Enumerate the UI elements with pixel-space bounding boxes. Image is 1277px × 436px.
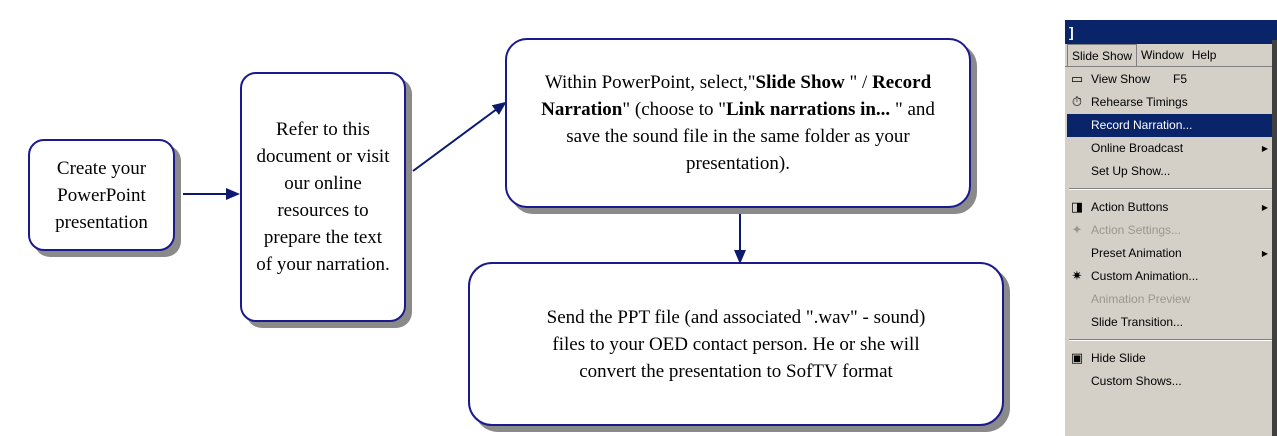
window-edge	[1272, 40, 1277, 436]
step-record-text: Within PowerPoint, select,"Slide Show " …	[541, 72, 935, 174]
menu-slide-show[interactable]: Slide Show	[1067, 44, 1138, 66]
custom-animation-icon: ✷	[1071, 268, 1083, 283]
step-refer-text: Refer to this document or visit our onli…	[256, 119, 390, 275]
window-title-bar: ]	[1065, 20, 1277, 44]
menu-separator	[1069, 339, 1276, 341]
menu-item-action-settings: ✦ Action Settings...	[1067, 219, 1277, 242]
submenu-arrow-icon: ▶	[1261, 249, 1268, 258]
menu-item-hide-slide[interactable]: ▣ Hide Slide	[1070, 350, 1146, 365]
arrow-2-to-3	[412, 101, 507, 172]
menu-item-online-broadcast[interactable]: Online Broadcast▶	[1067, 137, 1277, 160]
menu-item-preset-animation[interactable]: Preset Animation▶	[1067, 242, 1277, 265]
menu-bar: Slide Show Window Help	[1065, 44, 1277, 67]
hide-slide-icon: ▣	[1070, 350, 1084, 365]
rehearse-icon: ⏱	[1071, 94, 1083, 109]
step-send-text: Send the PPT file (and associated ".wav"…	[546, 306, 926, 382]
menu-item-custom-shows[interactable]: Custom Shows...	[1091, 374, 1182, 388]
action-buttons-icon: ◨	[1070, 199, 1084, 214]
menu-item-animation-preview: Animation Preview	[1091, 292, 1191, 306]
step-create-presentation: Create your PowerPoint presentation	[28, 139, 175, 251]
menu-item-set-up-show[interactable]: Set Up Show...	[1091, 164, 1171, 178]
submenu-arrow-icon: ▶	[1261, 203, 1268, 212]
bold-slide-show: Slide Show	[755, 72, 845, 93]
menu-item-action-buttons[interactable]: ◨ Action Buttons▶	[1067, 196, 1277, 219]
shortcut-f5: F5	[1173, 72, 1188, 86]
step-record-narration: Within PowerPoint, select,"Slide Show " …	[505, 38, 971, 208]
submenu-arrow-icon: ▶	[1261, 144, 1268, 153]
bold-link-narrations: Link narrations in...	[726, 99, 891, 120]
menu-separator	[1069, 188, 1276, 190]
flow-arrows	[183, 101, 746, 264]
bold-record-narration: Record Narration	[541, 72, 932, 120]
step-send-file: Send the PPT file (and associated ".wav"…	[468, 262, 1004, 426]
menu-item-rehearse-timings[interactable]: ⏱ Rehearse Timings	[1067, 91, 1277, 114]
menu-item-record-narration[interactable]: Record Narration...	[1067, 114, 1277, 137]
menu-item-custom-animation[interactable]: ✷ Custom Animation...	[1067, 265, 1277, 288]
menu-help[interactable]: Help	[1191, 48, 1217, 62]
step-refer-document: Refer to this document or visit our onli…	[240, 72, 406, 322]
action-settings-icon: ✦	[1071, 222, 1083, 237]
view-show-icon: ▭	[1070, 71, 1084, 86]
menu-window[interactable]: Window	[1141, 48, 1184, 62]
step-create-text: Create your PowerPoint presentation	[55, 157, 148, 233]
menu-item-slide-transition[interactable]: Slide Transition...	[1091, 315, 1184, 329]
